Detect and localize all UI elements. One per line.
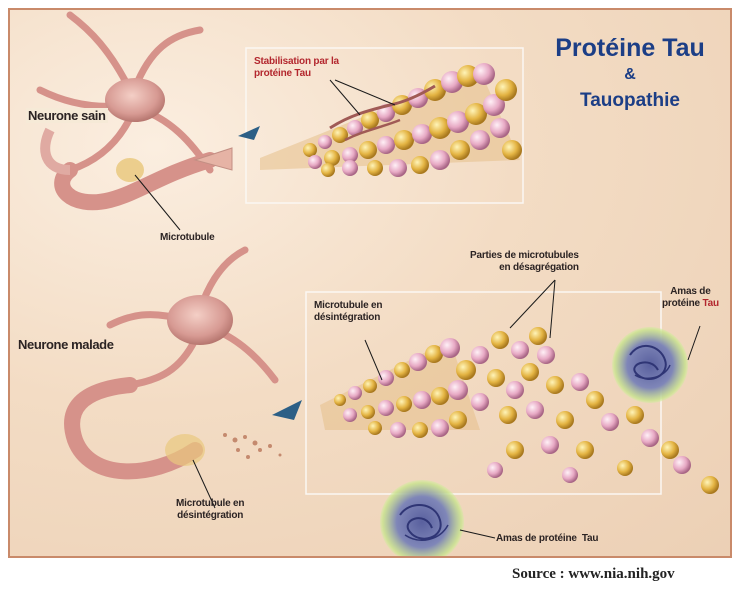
- label-tau-clumps-right-line-2: protéine Tau: [662, 298, 719, 310]
- healthy-microtubule-drawing: [260, 63, 522, 177]
- label-fragments: Parties de microtubules en désagrégation: [470, 250, 579, 274]
- tau-clump-right: [612, 327, 688, 403]
- label-disintegrating-top: Microtubule en désintégration: [314, 300, 382, 324]
- label-tau-clumps-right: Amas de protéine Tau: [662, 286, 719, 310]
- label-disintegrating-top-line-1: Microtubule en: [314, 300, 382, 312]
- label-diseased-neuron: Neurone malade: [18, 337, 114, 352]
- title-line-2: &: [530, 66, 730, 84]
- zoom-arrow-top: [238, 126, 260, 140]
- title-line-3: Tauopathie: [530, 90, 730, 112]
- label-microtubule: Microtubule: [160, 232, 214, 244]
- label-fragments-line-1: Parties de microtubules: [470, 250, 579, 262]
- source-credit: Source : www.nia.nih.gov: [512, 566, 675, 583]
- label-tau-clumps-right-protein: protéine: [662, 298, 702, 309]
- label-tau-clumps-bottom: Amas de protéine Tau: [496, 533, 598, 545]
- label-stabilization-line-1: Stabilisation par la: [254, 56, 339, 68]
- label-tau-clumps-right-line-1: Amas de: [662, 286, 719, 298]
- label-disintegrating-bottom: Microtubule en désintégration: [176, 498, 244, 522]
- label-tau-clumps-right-tau: Tau: [702, 298, 718, 309]
- label-healthy-neuron: Neurone sain: [26, 108, 108, 123]
- tau-clump-bottom: [380, 480, 464, 556]
- label-disintegrating-top-line-2: désintégration: [314, 312, 382, 324]
- zoom-arrow-bottom: [272, 400, 302, 420]
- label-disintegrating-bottom-line-1: Microtubule en: [176, 498, 244, 510]
- label-stabilization-line-2: protéine Tau: [254, 68, 339, 80]
- title-line-1: Protéine Tau: [530, 34, 730, 63]
- label-disintegrating-bottom-line-2: désintégration: [176, 510, 244, 522]
- label-stabilization: Stabilisation par la protéine Tau: [254, 56, 339, 80]
- diseased-neuron-drawing: [72, 250, 281, 471]
- illustration-frame: Protéine Tau & Tauopathie Neurone sain S…: [8, 8, 732, 558]
- label-fragments-line-2: en désagrégation: [470, 262, 579, 274]
